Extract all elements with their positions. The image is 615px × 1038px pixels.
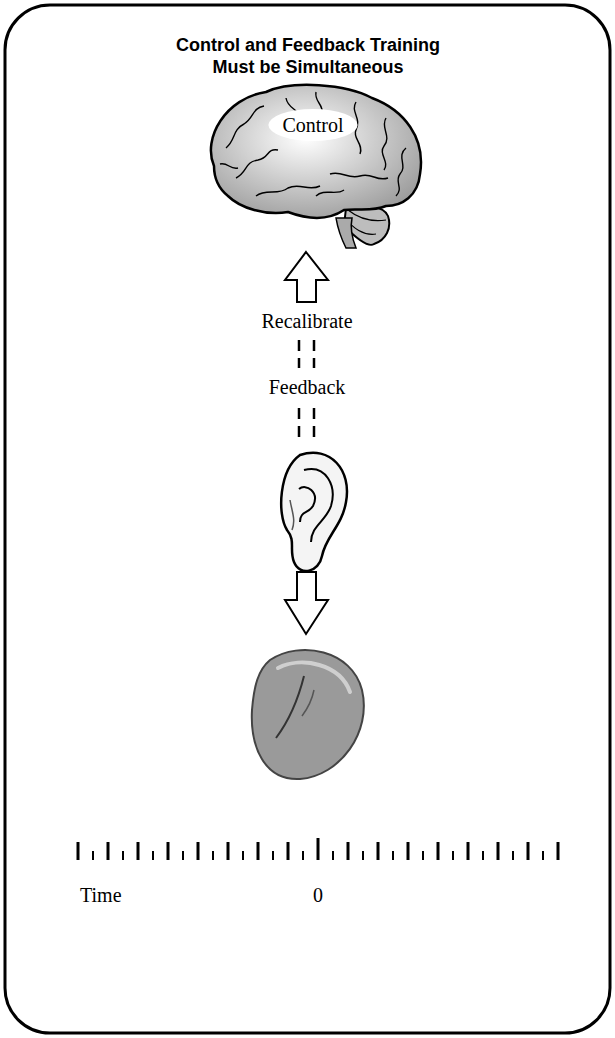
down-arrow <box>285 572 328 634</box>
tick <box>182 851 184 860</box>
brain-node: Control <box>196 78 432 250</box>
title: Control and Feedback Training Must be Si… <box>163 34 453 78</box>
node-label: Control <box>282 113 343 137</box>
panel-border <box>5 5 610 1033</box>
tick <box>512 851 514 860</box>
tick <box>422 851 424 860</box>
tick <box>257 842 260 860</box>
axis-label: Time <box>80 883 122 907</box>
tick <box>92 851 94 860</box>
tongue-icon <box>252 650 364 779</box>
tick <box>122 851 124 860</box>
arrow-label: Recalibrate <box>261 309 352 333</box>
tick <box>152 851 154 860</box>
tick <box>527 842 530 860</box>
tick <box>377 842 380 860</box>
tick <box>392 851 394 860</box>
tick <box>272 851 274 860</box>
up-arrow <box>285 252 328 302</box>
tick <box>287 842 290 860</box>
tick <box>77 842 80 860</box>
tick <box>557 842 560 860</box>
tick <box>347 842 350 860</box>
tick <box>197 842 200 860</box>
tick <box>407 842 410 860</box>
tick <box>452 851 454 860</box>
tick <box>107 842 110 860</box>
tick <box>332 851 334 860</box>
tick <box>437 842 440 860</box>
axis-value: 0 <box>313 883 323 907</box>
ear-icon <box>281 453 347 571</box>
tick <box>467 842 470 860</box>
timeline-ticks <box>78 838 558 860</box>
tick <box>302 851 304 860</box>
tick <box>242 851 244 860</box>
tick <box>167 842 170 860</box>
tick <box>227 842 230 860</box>
tick <box>542 851 544 860</box>
tick <box>137 842 140 860</box>
tick <box>212 851 214 860</box>
tick <box>317 838 320 860</box>
tick <box>362 851 364 860</box>
arrow-label: Feedback <box>269 375 346 399</box>
tick <box>482 851 484 860</box>
brain-outline <box>196 78 432 250</box>
tick <box>497 842 500 860</box>
